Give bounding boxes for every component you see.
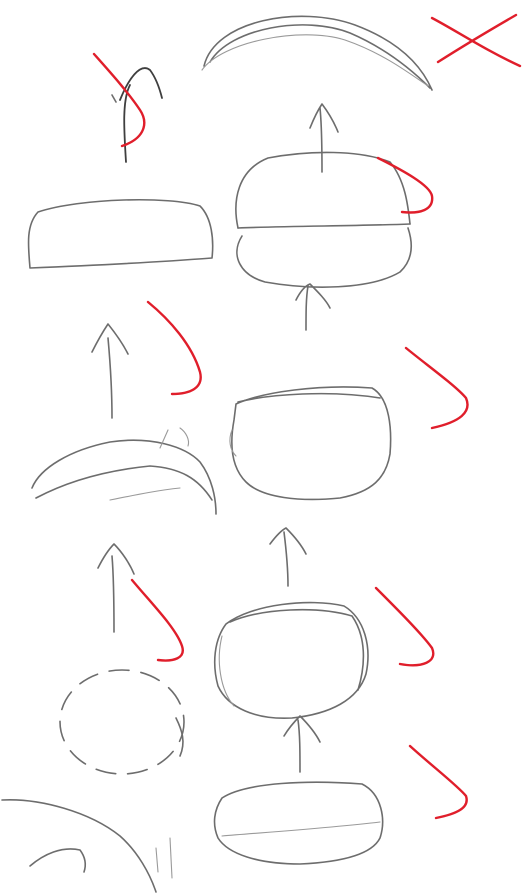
shape-stacked-lump bbox=[236, 152, 411, 287]
shape-dashed-circle bbox=[60, 670, 184, 774]
shape-half-disc bbox=[28, 200, 212, 268]
red-tick-row3-right bbox=[406, 348, 468, 428]
red-tick-row4-left bbox=[132, 580, 183, 660]
arrow-up-row3-left bbox=[92, 324, 128, 418]
red-tick-row5-right bbox=[410, 746, 467, 818]
shape-scribbled-oval bbox=[215, 603, 368, 719]
arrow-up-row5-right bbox=[284, 716, 320, 772]
shape-partial-curve-bottom-left bbox=[2, 800, 172, 892]
shape-banana bbox=[32, 428, 216, 514]
shape-arch-top bbox=[202, 16, 432, 90]
arrow-up-row4-left bbox=[98, 544, 134, 632]
arrow-up-row2-bottom bbox=[296, 284, 330, 330]
red-tick-row3-left bbox=[148, 302, 201, 394]
red-tick-row4-right bbox=[376, 588, 433, 665]
arrow-up-row4-right bbox=[270, 528, 306, 586]
shape-rounded-blob bbox=[230, 387, 391, 499]
shape-bottom-oval bbox=[215, 782, 383, 864]
arrow-up-row2-top bbox=[310, 104, 338, 172]
red-tick-row2 bbox=[378, 158, 432, 212]
red-cross-mark-top bbox=[432, 15, 520, 66]
